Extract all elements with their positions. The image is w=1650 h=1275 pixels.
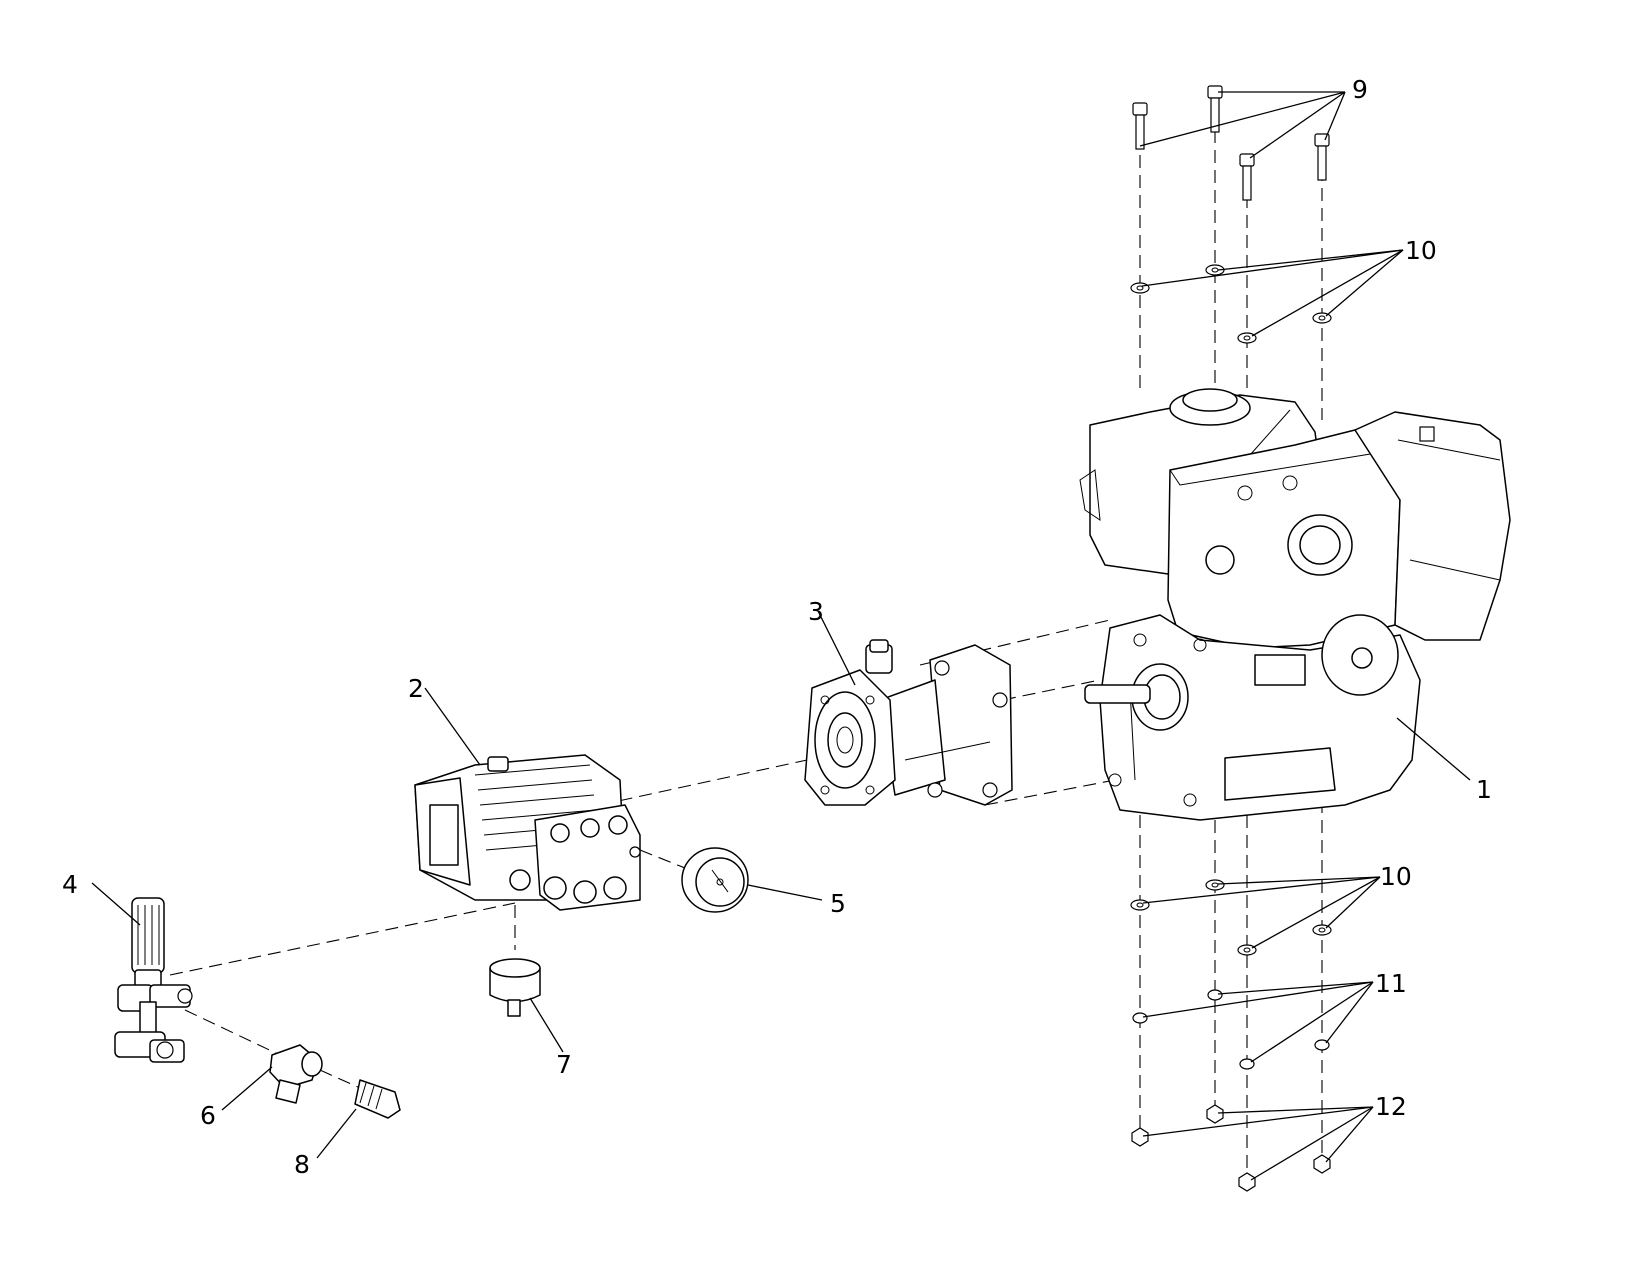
washers-bottom bbox=[1130, 879, 1332, 956]
nozzle bbox=[354, 1079, 401, 1119]
callout-10-top: 10 bbox=[1405, 236, 1437, 265]
callout-5: 5 bbox=[830, 889, 846, 918]
callout-12: 12 bbox=[1375, 1092, 1407, 1121]
callout-3: 3 bbox=[808, 597, 824, 626]
callout-6: 6 bbox=[200, 1101, 216, 1130]
lock-washers bbox=[1132, 989, 1330, 1070]
callout-10-bottom: 10 bbox=[1380, 862, 1412, 891]
callout-8: 8 bbox=[294, 1150, 310, 1179]
mounting-flange bbox=[804, 639, 1013, 806]
callout-2: 2 bbox=[408, 674, 424, 703]
callout-labels: 1 2 3 4 5 6 7 8 9 10 10 11 12 bbox=[62, 75, 1492, 1179]
callout-1: 1 bbox=[1476, 775, 1492, 804]
cap-screws bbox=[1132, 85, 1330, 201]
unloader-valve bbox=[114, 897, 193, 1063]
tee-fitting bbox=[269, 1044, 323, 1104]
washers-top bbox=[1130, 264, 1332, 344]
leader-lines bbox=[91, 91, 1471, 1181]
callout-11: 11 bbox=[1375, 969, 1407, 998]
cap-screw bbox=[1132, 102, 1148, 150]
callout-9: 9 bbox=[1352, 75, 1368, 104]
pressure-gauge bbox=[681, 847, 749, 913]
callout-7: 7 bbox=[556, 1050, 572, 1079]
cap-screw bbox=[1314, 133, 1330, 181]
rubber-mount bbox=[489, 958, 541, 1017]
hex-nuts bbox=[1131, 1104, 1331, 1192]
pump bbox=[414, 754, 641, 911]
assembly-guide-lines bbox=[169, 90, 1323, 1175]
callout-4: 4 bbox=[62, 870, 78, 899]
cap-screw bbox=[1239, 153, 1255, 201]
engine bbox=[1079, 388, 1511, 821]
